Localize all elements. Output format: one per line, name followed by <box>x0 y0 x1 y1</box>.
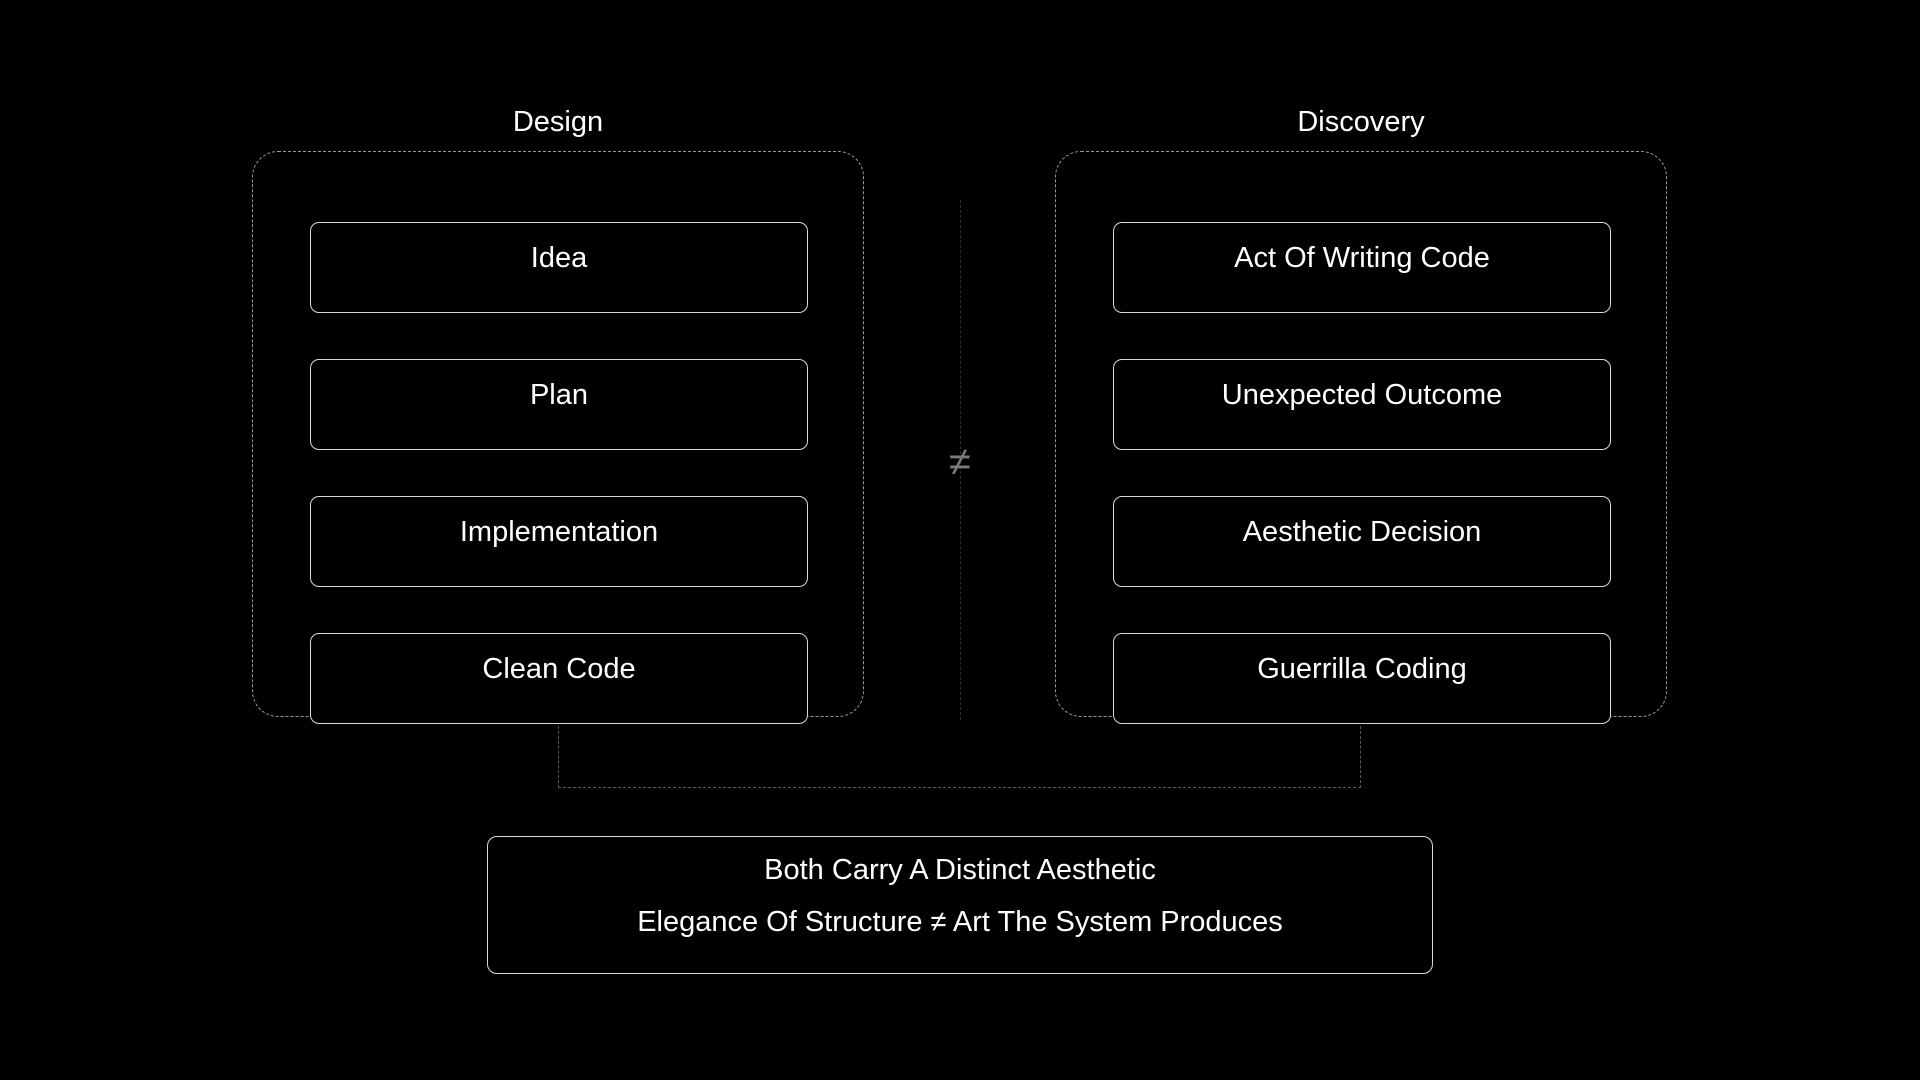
step-label: Guerrilla Coding <box>1257 653 1467 685</box>
summary-line-1: Both Carry A Distinct Aesthetic <box>764 854 1156 886</box>
step-label: Unexpected Outcome <box>1221 379 1503 411</box>
step-label: Idea <box>530 242 588 274</box>
step-label: Act Of Writing Code <box>1234 242 1490 274</box>
design-group-title: Design <box>512 106 604 138</box>
discovery-step-guerrilla-coding: Guerrilla Coding <box>1113 633 1611 724</box>
step-label: Implementation <box>459 516 659 548</box>
summary-box: Both Carry A Distinct Aesthetic Elegance… <box>487 836 1433 974</box>
groups-connector <box>558 726 1361 788</box>
design-step-plan: Plan <box>310 359 808 450</box>
discovery-step-unexpected-outcome: Unexpected Outcome <box>1113 359 1611 450</box>
center-divider <box>960 200 961 720</box>
discovery-step-act-of-writing-code: Act Of Writing Code <box>1113 222 1611 313</box>
not-equal-symbol: ≠ <box>949 440 971 484</box>
discovery-group-title: Discovery <box>1297 106 1425 138</box>
design-step-implementation: Implementation <box>310 496 808 587</box>
summary-line-2: Elegance Of Structure ≠ Art The System P… <box>637 906 1283 938</box>
discovery-step-aesthetic-decision: Aesthetic Decision <box>1113 496 1611 587</box>
design-step-clean-code: Clean Code <box>310 633 808 724</box>
step-label: Aesthetic Decision <box>1242 516 1482 548</box>
step-label: Clean Code <box>482 653 636 685</box>
step-label: Plan <box>529 379 589 411</box>
design-step-idea: Idea <box>310 222 808 313</box>
